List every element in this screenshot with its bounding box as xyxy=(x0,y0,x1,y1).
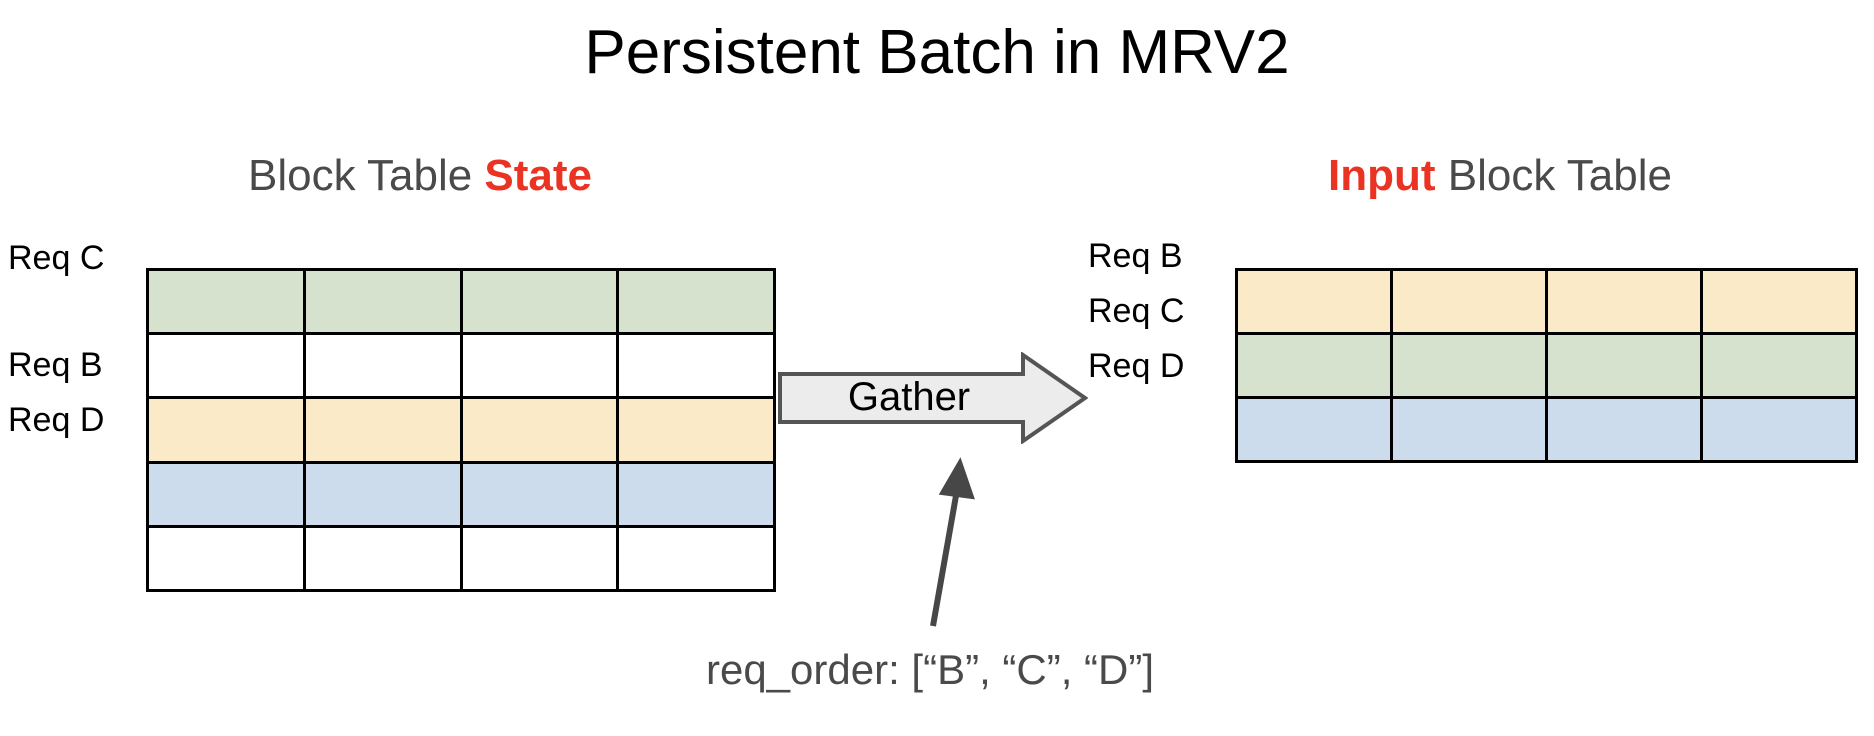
state-cell-r1c4 xyxy=(619,271,773,333)
input-block-table-grid xyxy=(1235,268,1858,463)
annotation-arrow-line xyxy=(930,489,960,627)
input-cell-r2c2 xyxy=(1393,335,1545,396)
right-panel-heading: Input Block Table xyxy=(1130,150,1870,202)
right-row-label-req-c: Req C xyxy=(1088,292,1185,330)
state-cell-r2c4 xyxy=(619,335,773,397)
state-cell-r1c1 xyxy=(149,271,303,333)
block-arrow-polygon xyxy=(778,352,1088,444)
left-panel-heading: Block Table State xyxy=(70,150,770,202)
state-cell-r3c1 xyxy=(149,399,303,461)
state-cell-r5c2 xyxy=(305,527,460,589)
state-cell-r1c2 xyxy=(305,271,460,333)
page-title: Persistent Batch in MRV2 xyxy=(584,18,1290,87)
input-cell-r1c1 xyxy=(1238,271,1390,332)
state-cell-r3c2 xyxy=(305,399,460,461)
gather-label: Gather xyxy=(847,375,971,419)
right-heading-accent: Input xyxy=(1328,151,1436,200)
state-cell-r5c4 xyxy=(619,527,773,589)
state-cell-r3c4 xyxy=(619,399,773,461)
input-cell-r3c1 xyxy=(1238,399,1390,460)
left-heading-accent: State xyxy=(484,151,593,200)
state-cell-r2c2 xyxy=(305,335,460,397)
right-row-label-req-b: Req B xyxy=(1088,237,1183,275)
input-cell-r2c3 xyxy=(1548,335,1700,396)
annotation-arrow-shape xyxy=(900,440,1060,640)
state-cell-r4c1 xyxy=(149,463,303,525)
input-cell-r1c2 xyxy=(1393,271,1545,332)
right-heading-plain-2: Block Table xyxy=(1435,151,1672,200)
state-cell-r4c3 xyxy=(462,463,617,525)
input-cell-r2c1 xyxy=(1238,335,1390,396)
left-row-label-req-d: Req D xyxy=(8,401,105,439)
state-cell-r5c1 xyxy=(149,527,303,589)
state-cell-r2c3 xyxy=(462,335,617,397)
state-cell-r4c2 xyxy=(305,463,460,525)
input-cell-r3c4 xyxy=(1703,399,1855,460)
gather-arrow-svg xyxy=(778,352,1088,444)
state-cell-r4c4 xyxy=(619,463,773,525)
state-cell-r3c3 xyxy=(462,399,617,461)
block-table-state-grid xyxy=(146,268,776,592)
left-heading-plain-1: Block Table xyxy=(247,151,485,200)
annotation-arrow-svg xyxy=(930,457,975,627)
input-cell-r3c3 xyxy=(1548,399,1700,460)
state-cell-r5c3 xyxy=(462,527,617,589)
input-cell-r1c3 xyxy=(1548,271,1700,332)
input-cell-r3c2 xyxy=(1393,399,1545,460)
left-row-label-req-b: Req B xyxy=(8,346,103,384)
right-row-label-req-d: Req D xyxy=(1088,347,1185,385)
input-cell-r2c4 xyxy=(1703,335,1855,396)
left-row-label-req-c: Req C xyxy=(8,239,105,277)
input-cell-r1c4 xyxy=(1703,271,1855,332)
annotation-arrow-head xyxy=(938,457,975,500)
gather-arrow-shape xyxy=(778,352,1088,444)
req-order-caption: req_order: [“B”, “C”, “D”] xyxy=(705,646,1155,693)
state-cell-r2c1 xyxy=(149,335,303,397)
state-cell-r1c3 xyxy=(462,271,617,333)
